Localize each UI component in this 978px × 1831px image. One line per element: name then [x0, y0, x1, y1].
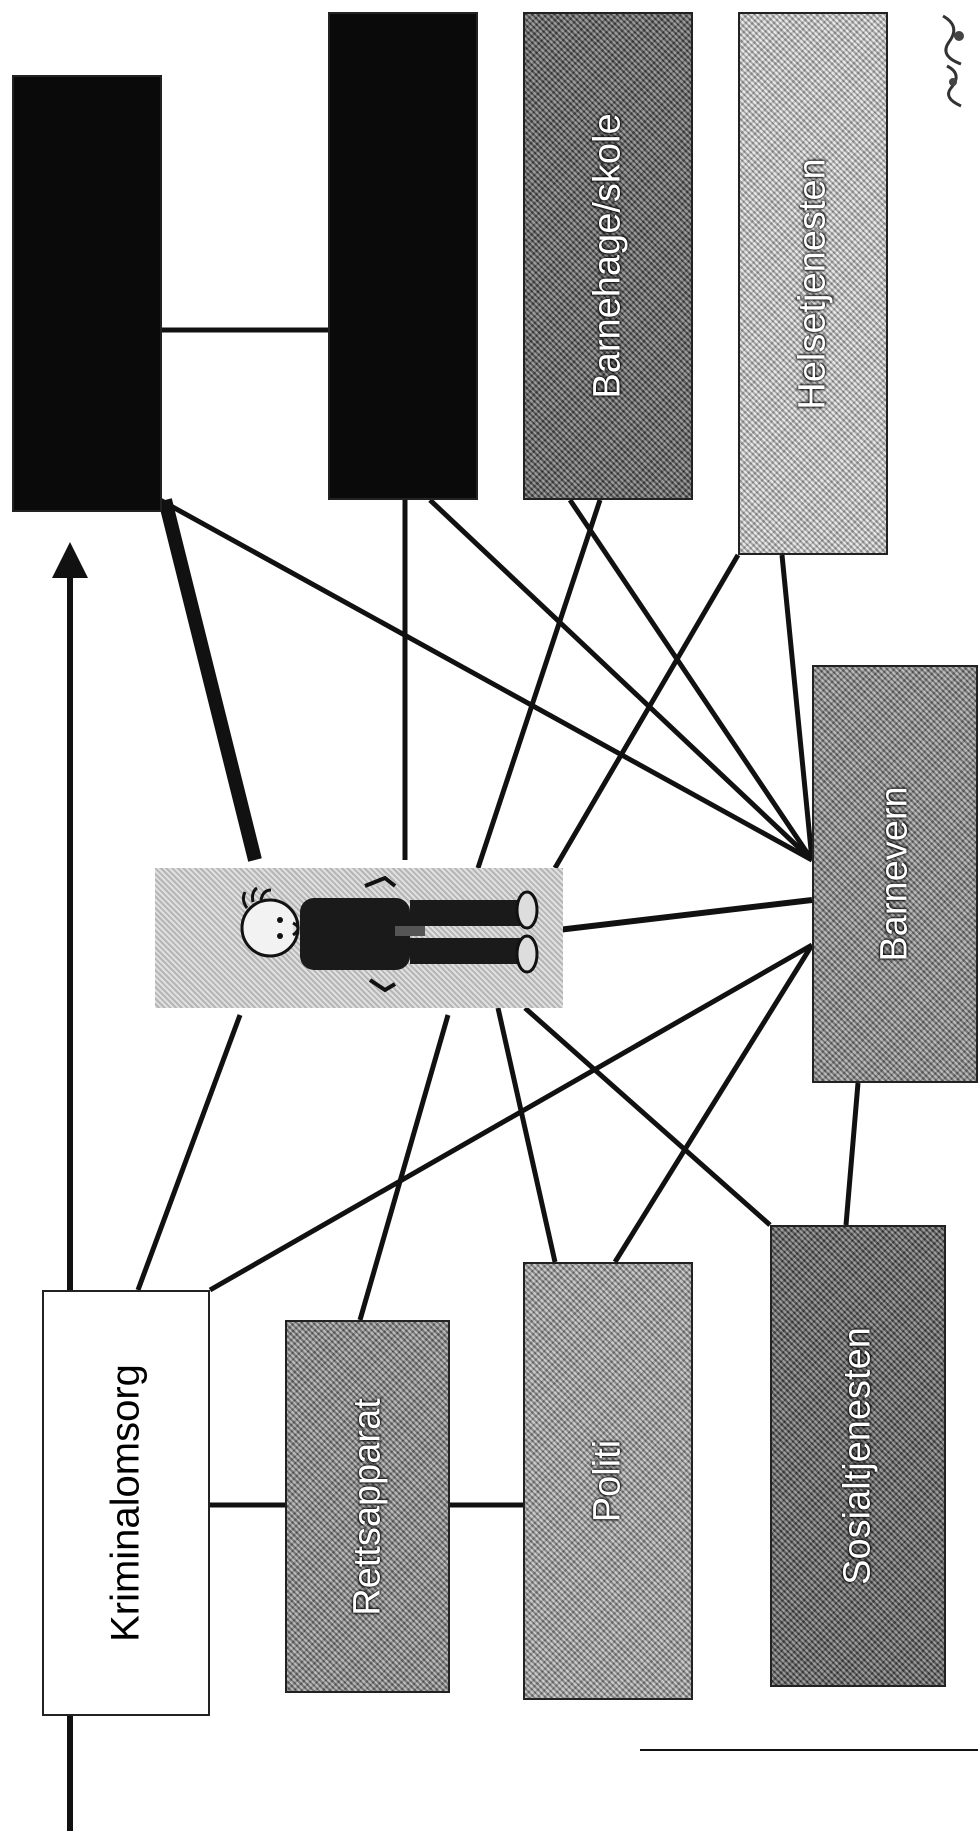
node-label: Sosialtjenesten: [836, 1327, 879, 1585]
link-center-barnehage: [475, 499, 603, 869]
node-black-left: [12, 75, 162, 512]
person-figure-image: [155, 868, 563, 1008]
link-center-n1: [158, 498, 262, 862]
node-label: Kriminalomsorg: [103, 1364, 148, 1642]
node-label: Barnevern: [873, 786, 916, 962]
node-label: Barnehage/skole: [586, 113, 629, 399]
node-sosialtjenesten: Sosialtjenesten: [770, 1225, 946, 1687]
link-center-retts: [357, 1014, 451, 1321]
node-barnehage-skole: Barnehage/skole: [523, 12, 693, 500]
link-center-politi: [495, 1007, 558, 1263]
node-barnevern: Barnevern: [812, 665, 978, 1083]
link-center-barnevern: [557, 897, 813, 933]
node-label: Rettsapparat: [346, 1397, 388, 1616]
node-label: Helsetjenesten: [791, 157, 834, 410]
link-center-krim: [135, 1014, 243, 1291]
link-center-helse: [552, 553, 741, 870]
node-kriminalomsorg: Kriminalomsorg: [42, 1290, 210, 1716]
link-barnevern-n2: [428, 498, 814, 862]
node-black-right: [328, 12, 478, 500]
link-barnevern-politi: [612, 943, 815, 1264]
node-politi: Politi: [523, 1262, 693, 1700]
link-barnevern-sosial: [843, 1082, 861, 1226]
link-barnevern-krim: [208, 942, 814, 1293]
link-barnevern-n1: [158, 497, 814, 863]
person-figure-drawing: [240, 875, 539, 993]
decorative-ornament-icon: [942, 14, 964, 108]
link-barnevern-helse: [779, 554, 815, 861]
link-center-sosial: [523, 1006, 772, 1227]
node-helsetjenesten: Helsetjenesten: [738, 12, 888, 555]
node-rettsapparat: Rettsapparat: [285, 1320, 450, 1693]
node-label: Politi: [586, 1439, 629, 1523]
link-barnevern-barnehage: [567, 498, 815, 862]
